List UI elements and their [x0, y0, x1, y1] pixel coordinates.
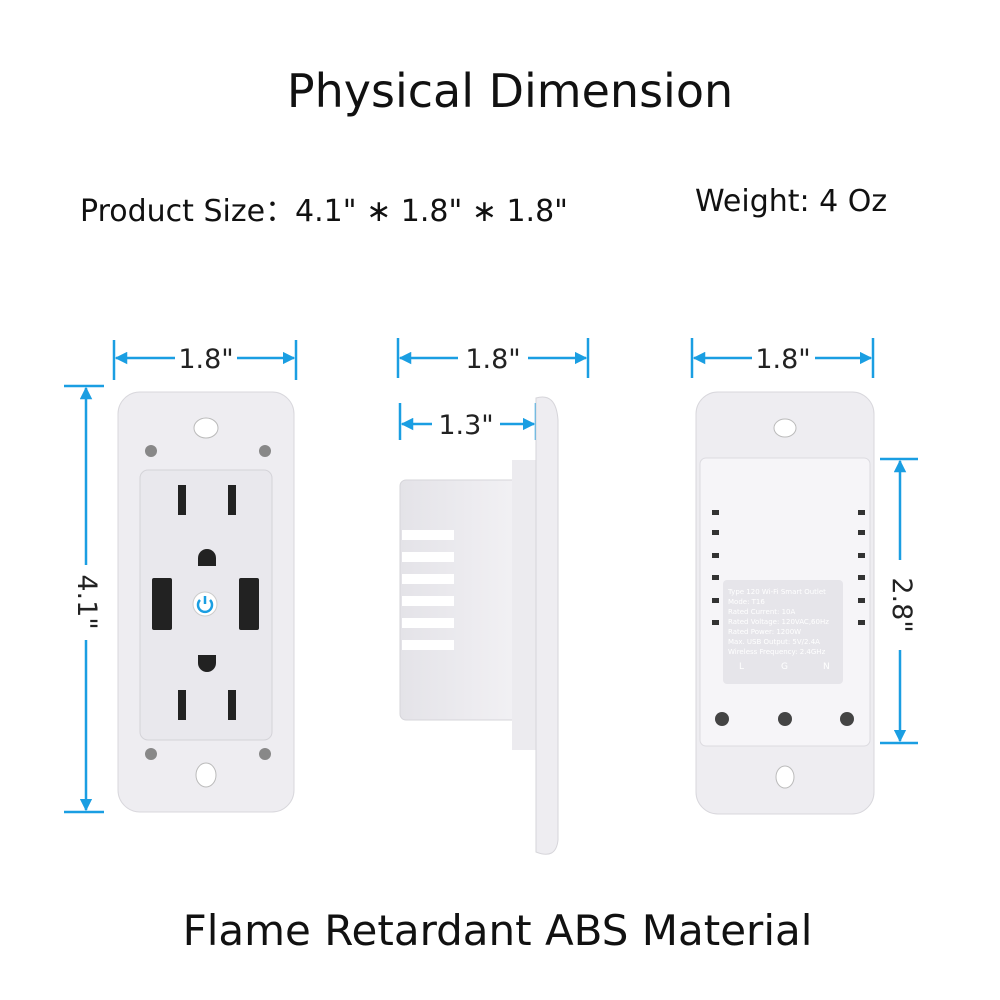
page-title: Physical Dimension — [286, 64, 734, 118]
weight: Weight: 4 Oz — [695, 184, 888, 219]
product-size: Product Size：4.1" ∗ 1.8" ∗ 1.8" — [80, 194, 568, 229]
back-height-label: 2.8" — [886, 577, 917, 632]
terminal-g: G — [781, 662, 788, 672]
back-width-label: 1.8" — [755, 344, 810, 375]
front-width-label: 1.8" — [178, 344, 233, 375]
side-depth-label: 1.8" — [465, 344, 520, 375]
label-line: Mode: T16 — [728, 598, 765, 606]
label-line: Rated Current: 10A — [728, 608, 796, 616]
terminal-n: N — [823, 662, 830, 672]
power-icon — [196, 596, 214, 614]
terminal-l: L — [739, 662, 744, 672]
label-line: Max. USB Output: 5V/2.4A — [728, 638, 820, 646]
label-line: Wireless Frequency: 2.4GHz — [728, 648, 826, 656]
outlet-side-view — [399, 396, 559, 855]
front-height-label: 4.1" — [71, 574, 102, 629]
label-line: Rated Power: 1200W — [728, 628, 801, 636]
rating-label — [723, 580, 843, 684]
label-line: Rated Voltage: 120VAC,60Hz — [728, 618, 829, 626]
side-body-depth-label: 1.3" — [438, 410, 493, 441]
outlet-front-view — [117, 391, 295, 813]
outlet-back-view: Type 120 Wi-Fi Smart Outlet Mode: T16 Ra… — [695, 391, 875, 815]
material-caption: Flame Retardant ABS Material — [182, 906, 813, 955]
label-line: Type 120 Wi-Fi Smart Outlet — [727, 588, 826, 596]
